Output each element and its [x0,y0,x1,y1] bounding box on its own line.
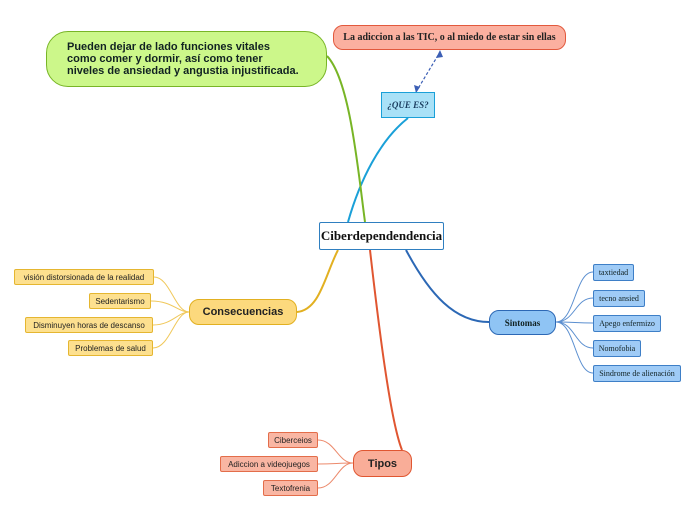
link-central-tipos [369,249,403,451]
sintomas-label: Sintomas [504,317,541,328]
sintomas-node[interactable]: Sintomas [489,310,556,335]
arrow-head-up [436,50,443,58]
tipos-label: Tipos [367,457,398,470]
tipo-item[interactable]: Textofrenia [263,480,318,496]
tipos-node[interactable]: Tipos [353,450,412,477]
note-text: Pueden dejar de lado funciones vitales c… [67,41,299,77]
consecuencia-item-label: Disminuyen horas de descanso [33,320,145,330]
sintoma-item[interactable]: Nomofobia [593,340,641,357]
link-central-consecuencias [296,249,339,313]
sintoma-item-label: taxtiedad [598,268,629,277]
consecuencia-item[interactable]: Problemas de salud [68,340,153,356]
que-es-node[interactable]: ¿QUE ES? [381,92,435,118]
link-central-note [326,55,366,223]
note-node[interactable]: Pueden dejar de lado funciones vitales c… [46,31,327,87]
definition-node[interactable]: La adiccion a las TIC, o al miedo de est… [333,25,566,50]
consecuencia-item[interactable]: visión distorsionada de la realidad [14,269,154,285]
consecuencia-item[interactable]: Disminuyen horas de descanso [25,317,153,333]
sintoma-item-label: Sindrome de alienación [599,369,675,378]
sintoma-item[interactable]: Sindrome de alienación [593,365,681,382]
que-es-label: ¿QUE ES? [387,100,429,110]
consecuencia-item[interactable]: Sedentarismo [89,293,151,309]
tipo-item-label: Adiccion a videojuegos [228,459,310,469]
link-central-sintomas [405,249,490,323]
tipo-item[interactable]: Adiccion a videojuegos [220,456,318,472]
consecuencia-item-label: Sedentarismo [95,296,145,306]
consecuencias-node[interactable]: Consecuencias [189,299,297,325]
link-que-es-definition [415,51,441,93]
tipo-item-label: Ciberceios [274,435,312,445]
central-topic[interactable]: Ciberdependendencia [319,222,444,250]
consecuencia-item-label: Problemas de salud [75,343,146,353]
consecuencia-item-label: visión distorsionada de la realidad [23,272,145,282]
sintoma-item[interactable]: tecno ansied [593,290,645,307]
central-topic-label: Ciberdependendencia [320,228,443,243]
arrow-head-down [414,85,420,93]
sintoma-item[interactable]: Apego enfermizo [593,315,661,332]
sintoma-item-label: tecno ansied [599,294,639,303]
consecuencias-label: Consecuencias [202,306,284,318]
sintoma-item-label: Apego enfermizo [599,319,655,328]
tipo-item-label: Textofrenia [270,483,311,493]
sintoma-item-label: Nomofobia [598,344,636,353]
tipo-item[interactable]: Ciberceios [268,432,318,448]
definition-label: La adiccion a las TIC, o al miedo de est… [343,32,556,43]
link-central-que-es [347,117,409,223]
sintoma-item[interactable]: taxtiedad [593,264,634,281]
